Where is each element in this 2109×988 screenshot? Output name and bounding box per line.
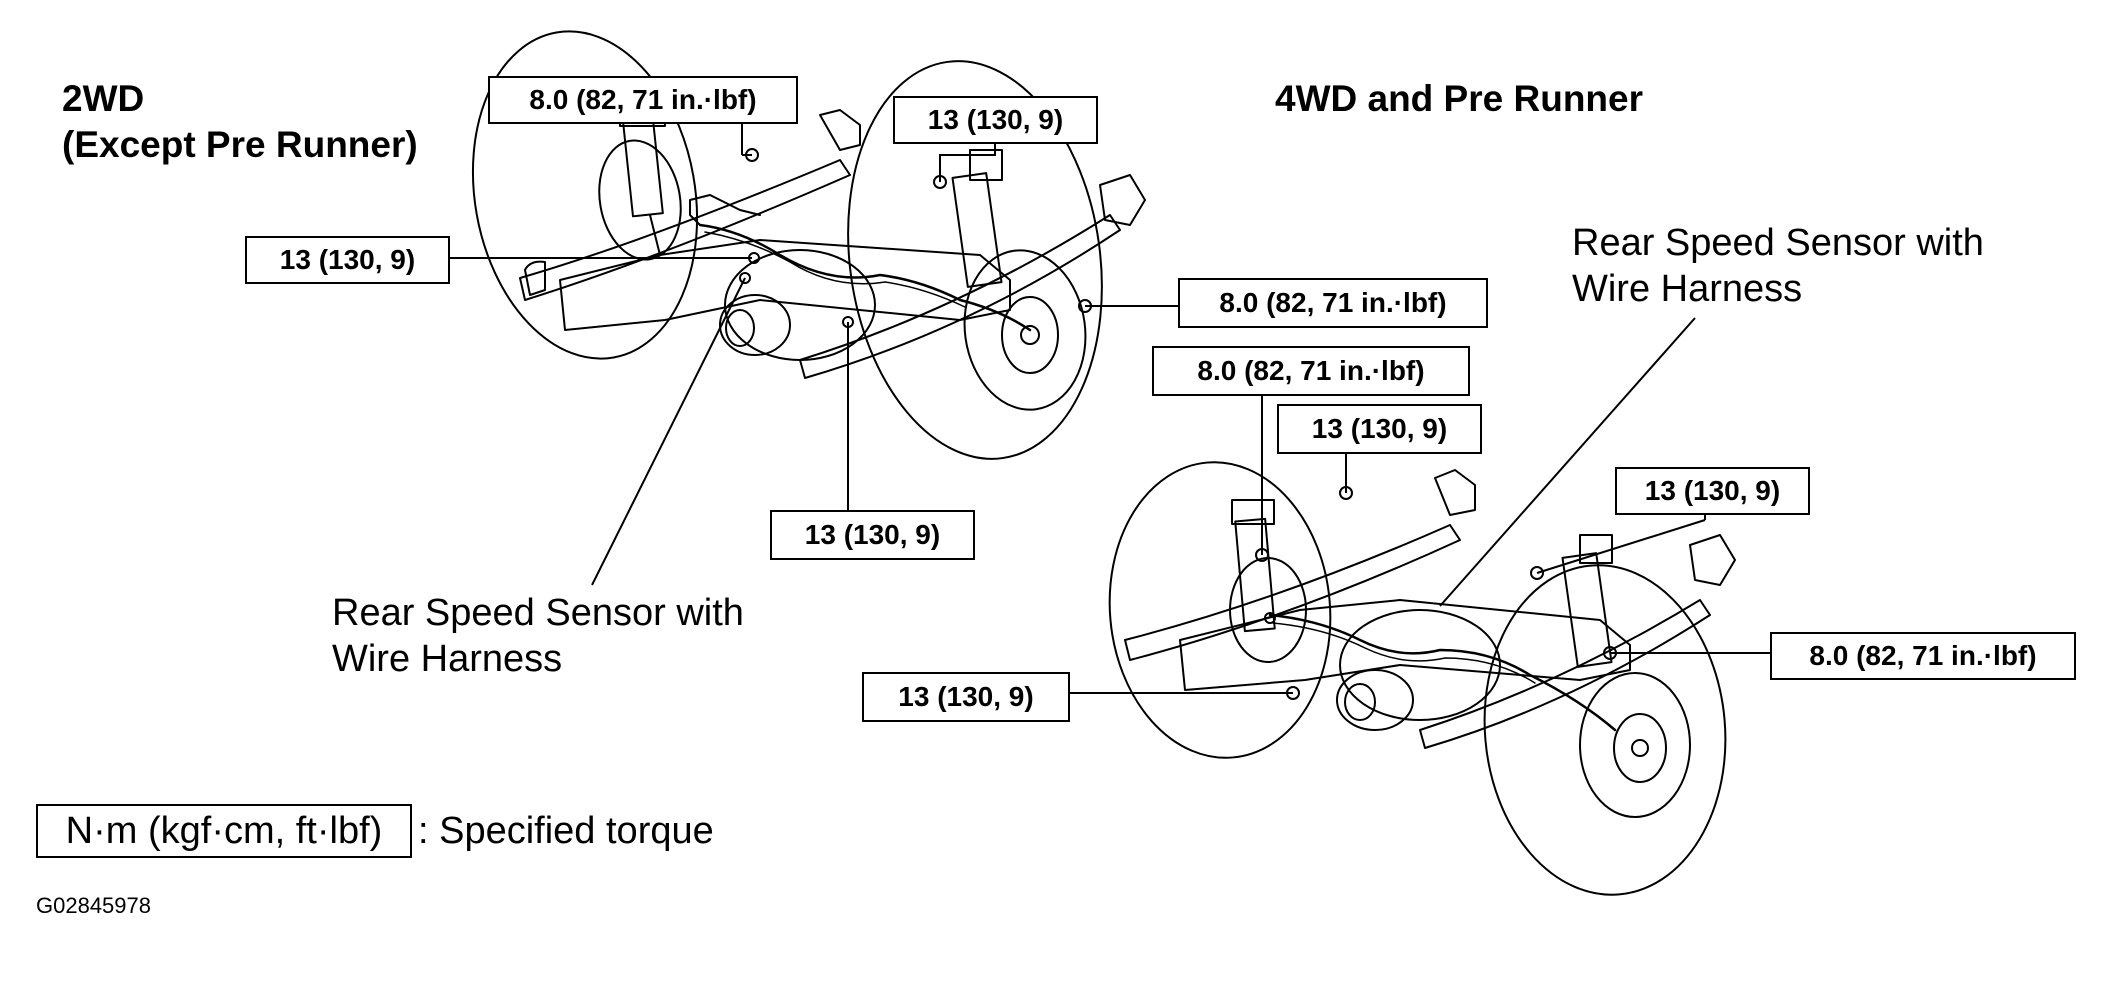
right-wheel-rear	[1108, 461, 1332, 759]
left-axle-assembly	[471, 30, 1146, 460]
legend-description: : Specified torque	[418, 810, 714, 852]
right-wheel-front	[1483, 564, 1727, 896]
torque-callout: 13 (130, 9)	[1615, 467, 1810, 515]
left-wheel-rear	[471, 30, 699, 360]
torque-callout: 8.0 (82, 71 in.·lbf)	[1152, 346, 1470, 396]
torque-callout: 8.0 (82, 71 in.·lbf)	[488, 76, 798, 124]
leader-lines	[449, 118, 1770, 694]
right-sensor-harness	[1268, 613, 1617, 732]
left-sensor-harness	[698, 223, 1032, 332]
torque-callout: 13 (130, 9)	[893, 96, 1098, 144]
figure-id: G02845978	[36, 893, 151, 918]
torque-callout: 13 (130, 9)	[1277, 404, 1482, 454]
torque-callout: 8.0 (82, 71 in.·lbf)	[1770, 632, 2076, 680]
sensor-label-right-line2: Wire Harness	[1572, 268, 1803, 310]
torque-callout: 13 (130, 9)	[245, 236, 450, 284]
right-differential	[1339, 609, 1501, 721]
sensor-label-right-line1: Rear Speed Sensor with	[1572, 222, 1984, 264]
right-axle-assembly	[1108, 461, 1736, 896]
legend-unit-box: N·m (kgf·cm, ft·lbf)	[36, 804, 412, 858]
heading-4wd-pre-runner: 4WD and Pre Runner	[1275, 78, 1643, 119]
sensor-label-left-line2: Wire Harness	[332, 638, 563, 680]
torque-callout: 8.0 (82, 71 in.·lbf)	[1178, 278, 1488, 328]
heading-2wd: 2WD	[62, 78, 145, 119]
heading-except-pre-runner: (Except Pre Runner)	[62, 124, 418, 165]
torque-callout: 13 (130, 9)	[862, 672, 1070, 722]
sensor-label-left-line1: Rear Speed Sensor with	[332, 592, 744, 634]
torque-callout: 13 (130, 9)	[770, 510, 975, 560]
